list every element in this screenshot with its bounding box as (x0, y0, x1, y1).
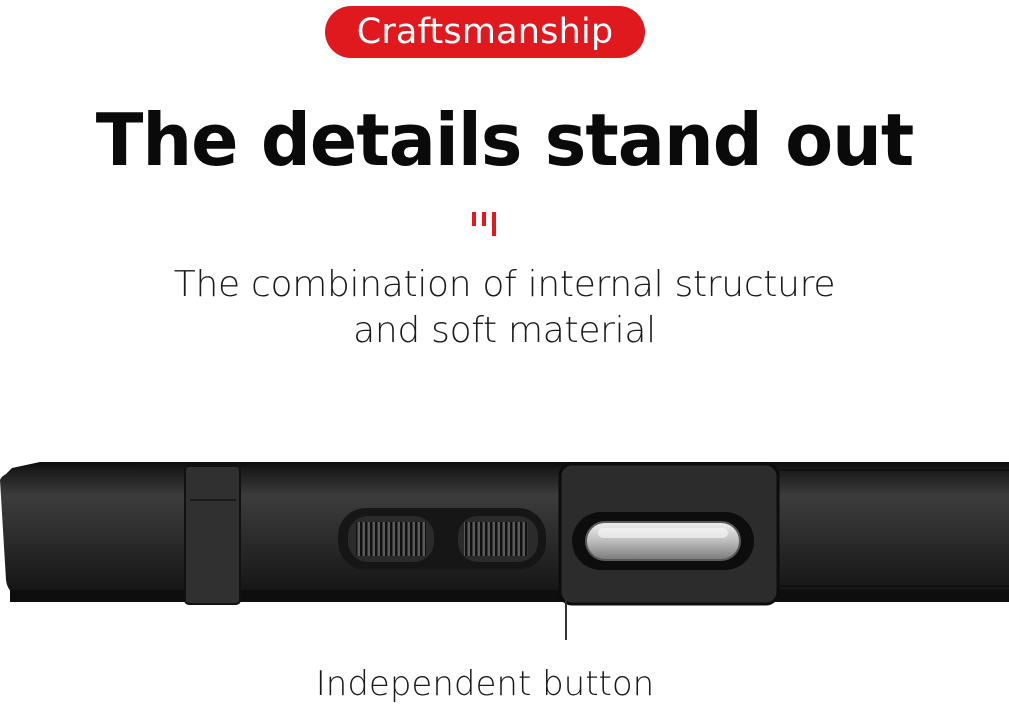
subtitle-line-2: and soft material (353, 310, 656, 351)
independent-button-label: Independent button (315, 664, 655, 704)
subtitle: The combination of internal structure an… (0, 262, 1009, 354)
subtitle-line-1: The combination of internal structure (173, 264, 836, 305)
page-title: The details stand out (95, 98, 914, 182)
callout-line (565, 598, 567, 640)
three-red-bars-icon (472, 212, 496, 236)
craftsmanship-badge: Craftsmanship (325, 6, 645, 58)
phone-case-image (0, 462, 1009, 606)
